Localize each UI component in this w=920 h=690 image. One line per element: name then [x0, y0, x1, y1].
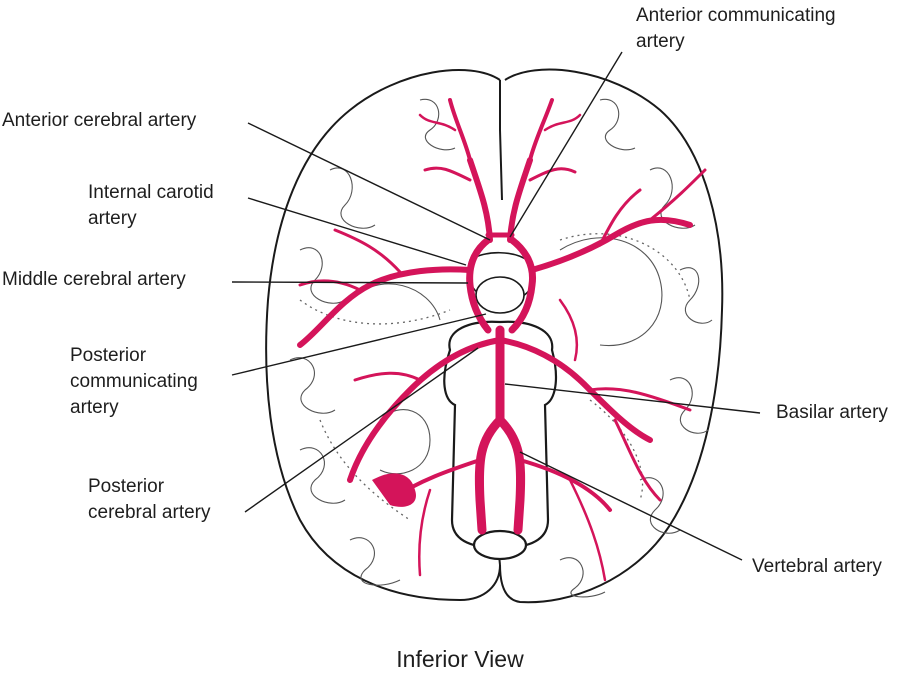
label-line: Middle cerebral artery — [2, 269, 186, 290]
figure-caption: Inferior View — [396, 646, 524, 672]
artery-patch — [372, 473, 416, 507]
label-line: communicating — [70, 371, 198, 392]
label-anterior-communicating-artery: Anterior communicating artery — [636, 3, 836, 55]
label-line: cerebral artery — [88, 502, 211, 523]
optic-chiasm-region — [467, 251, 535, 314]
label-anterior-cerebral-artery: Anterior cerebral artery — [2, 108, 196, 134]
arterial-tree — [297, 98, 707, 582]
temporal-lobe-edges — [299, 233, 691, 521]
label-line: Anterior communicating — [636, 5, 836, 26]
label-line: Posterior — [70, 345, 147, 366]
leader-lines — [231, 51, 761, 561]
label-line: artery — [70, 397, 119, 418]
label-line: Posterior — [88, 476, 165, 497]
label-line: artery — [636, 31, 685, 52]
label-internal-carotid-artery: Internal carotid artery — [88, 180, 214, 232]
label-line: Internal carotid — [88, 182, 214, 203]
label-middle-cerebral-artery: Middle cerebral artery — [2, 267, 186, 293]
brainstem — [443, 320, 558, 561]
label-line: Vertebral artery — [752, 556, 882, 577]
label-posterior-cerebral-artery: Posterior cerebral artery — [88, 474, 211, 526]
label-line: artery — [88, 208, 137, 229]
label-vertebral-artery: Vertebral artery — [752, 554, 882, 580]
label-basilar-artery: Basilar artery — [776, 400, 888, 426]
label-line: Basilar artery — [776, 402, 888, 423]
brain-outline — [265, 68, 724, 604]
label-line: Anterior cerebral artery — [2, 110, 197, 131]
label-posterior-communicating-artery: Posterior communicating artery — [70, 343, 198, 421]
